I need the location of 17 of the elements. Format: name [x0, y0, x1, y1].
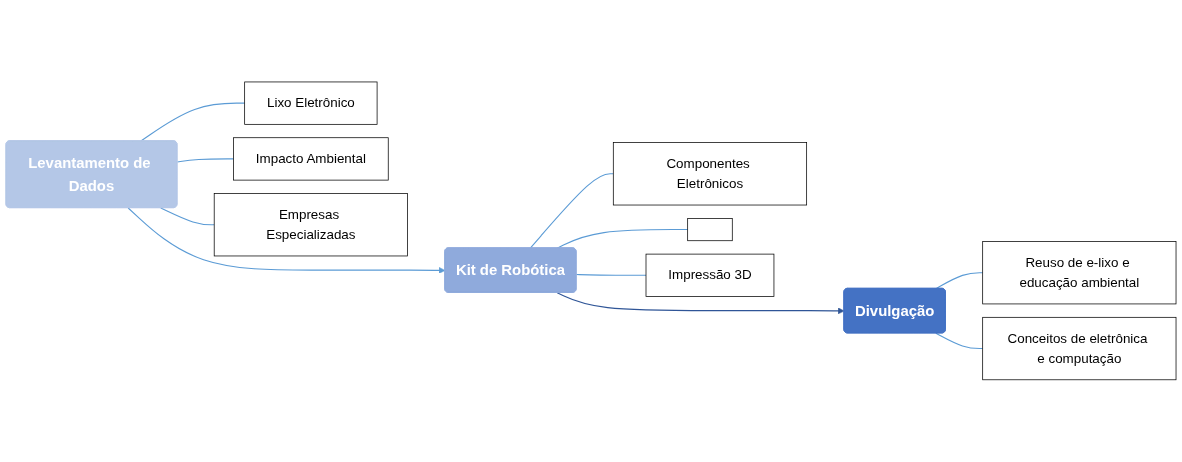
node-box: Impressão 3D: [645, 253, 775, 297]
connector: [935, 272, 984, 290]
arrow: [556, 292, 845, 315]
node-box: Conceitos de eletrônica e computação: [982, 317, 1177, 381]
node-box: Impacto Ambiental: [233, 137, 389, 181]
connector: [140, 102, 246, 142]
node-box: Reuso de e-lixo e educação ambiental: [982, 241, 1177, 305]
connector: [575, 274, 647, 276]
connector: [160, 207, 215, 226]
arrow: [127, 207, 446, 274]
node-box: [687, 218, 733, 242]
node-box: Empresas Especializadas: [213, 193, 408, 257]
connector: [529, 173, 614, 249]
connector: [176, 158, 235, 163]
connector: [935, 332, 984, 350]
node-box: Lixo Eletrônico: [244, 81, 378, 125]
node-box: Componentes Eletrônicos: [612, 142, 807, 206]
